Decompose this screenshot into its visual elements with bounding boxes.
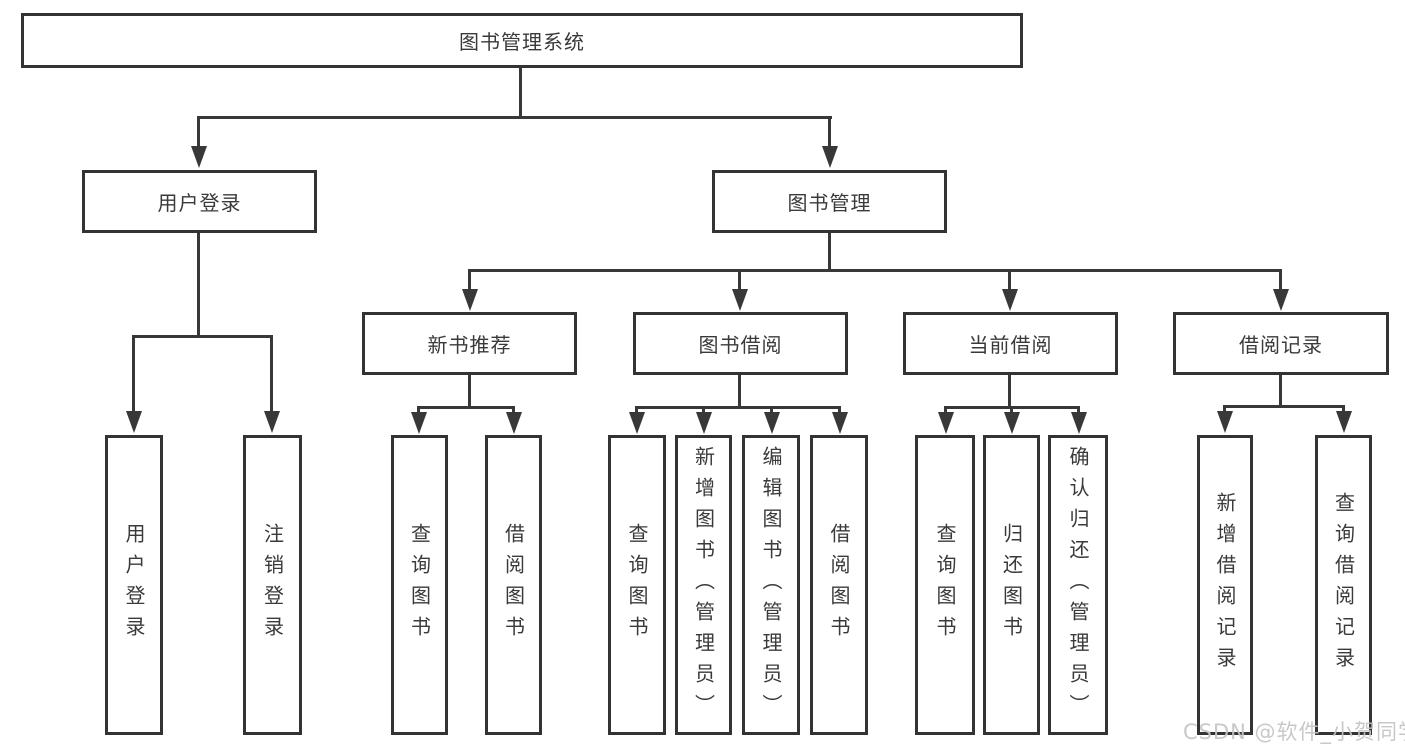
connector	[1223, 407, 1226, 413]
leaf-cb-query-book-label: 查询图书	[933, 523, 957, 647]
node-user-login-group: 用户登录	[82, 170, 317, 233]
node-new-book-recommend: 新书推荐	[362, 312, 577, 375]
leaf-nbr-query-book: 查询图书	[391, 435, 448, 735]
leaf-user-login: 用户登录	[105, 435, 163, 735]
arrowhead	[1273, 289, 1289, 311]
leaf-logout: 注销登录	[243, 435, 302, 735]
connector	[132, 335, 273, 338]
leaf-bb-borrow-book-label: 借阅图书	[827, 523, 851, 647]
connector	[512, 408, 515, 414]
connector	[519, 68, 522, 118]
node-new-book-recommend-label: 新书推荐	[427, 333, 512, 357]
connector	[197, 233, 200, 337]
arrowhead	[822, 146, 838, 168]
leaf-bb-edit-book-admin-label: 编辑图书（管理员）	[759, 445, 783, 725]
connector	[468, 375, 471, 408]
connector	[417, 406, 515, 409]
connector	[770, 408, 773, 414]
connector	[1279, 271, 1282, 291]
connector	[468, 269, 1282, 272]
leaf-br-add-record-label: 新增借阅记录	[1213, 492, 1237, 678]
arrowhead	[1002, 289, 1018, 311]
node-root: 图书管理系统	[21, 13, 1023, 68]
node-book-management: 图书管理	[712, 170, 947, 233]
arrowhead	[1217, 411, 1233, 433]
leaf-bb-add-book-admin: 新增图书（管理员）	[675, 435, 732, 735]
leaf-bb-edit-book-admin: 编辑图书（管理员）	[742, 435, 800, 735]
leaf-cb-confirm-return-admin-label: 确认归还（管理员）	[1066, 445, 1090, 725]
arrowhead	[126, 411, 142, 433]
node-borrow-record-label: 借阅记录	[1239, 333, 1323, 357]
connector	[828, 118, 831, 148]
arrowhead	[411, 412, 427, 434]
connector	[1077, 408, 1080, 414]
connector	[1010, 408, 1013, 414]
connector	[635, 406, 841, 409]
connector	[944, 406, 1080, 409]
connector	[132, 337, 135, 413]
arrowhead	[1336, 411, 1352, 433]
leaf-logout-label: 注销登录	[260, 523, 285, 647]
leaf-bb-borrow-book: 借阅图书	[810, 435, 868, 735]
leaf-br-query-record: 查询借阅记录	[1315, 435, 1372, 735]
arrowhead	[938, 412, 954, 434]
arrowhead	[696, 412, 712, 434]
leaf-bb-query-book-label: 查询图书	[625, 523, 649, 647]
node-book-borrow-label: 图书借阅	[698, 333, 783, 357]
leaf-cb-query-book: 查询图书	[915, 435, 975, 735]
arrowhead	[191, 146, 207, 168]
leaf-nbr-borrow-book-label: 借阅图书	[501, 523, 526, 647]
connector	[828, 233, 831, 271]
connector	[1008, 271, 1011, 291]
arrowhead	[1004, 412, 1020, 434]
connector	[1342, 407, 1345, 413]
connector	[1223, 405, 1345, 408]
leaf-br-add-record: 新增借阅记录	[1197, 435, 1253, 735]
arrowhead	[506, 412, 522, 434]
leaf-cb-return-book-label: 归还图书	[999, 523, 1024, 647]
connector	[944, 408, 947, 414]
node-user-login-group-label: 用户登录	[157, 191, 242, 215]
connector	[270, 337, 273, 413]
connector	[702, 408, 705, 414]
csdn-watermark: CSDN @软件_小贺同学	[1183, 720, 1405, 744]
connector	[197, 116, 832, 119]
node-book-management-label: 图书管理	[787, 191, 872, 215]
connector	[738, 375, 741, 408]
connector	[838, 408, 841, 414]
leaf-cb-return-book: 归还图书	[983, 435, 1040, 735]
leaf-nbr-borrow-book: 借阅图书	[485, 435, 542, 735]
node-book-borrow: 图书借阅	[633, 312, 848, 375]
arrowhead	[832, 412, 848, 434]
arrowhead	[764, 412, 780, 434]
leaf-bb-query-book: 查询图书	[608, 435, 666, 735]
arrowhead	[264, 411, 280, 433]
node-root-label: 图书管理系统	[459, 30, 585, 54]
connector	[1008, 375, 1011, 408]
node-current-borrow: 当前借阅	[903, 312, 1118, 375]
arrowhead	[1071, 412, 1087, 434]
arrowhead	[732, 289, 748, 311]
leaf-cb-confirm-return-admin: 确认归还（管理员）	[1048, 435, 1108, 735]
arrowhead	[629, 412, 645, 434]
connector	[197, 118, 200, 148]
node-borrow-record: 借阅记录	[1173, 312, 1389, 375]
leaf-nbr-query-book-label: 查询图书	[407, 523, 432, 647]
arrowhead	[462, 289, 478, 311]
connector	[635, 408, 638, 414]
leaf-bb-add-book-admin-label: 新增图书（管理员）	[691, 445, 716, 725]
connector	[417, 408, 420, 414]
connector	[738, 271, 741, 291]
node-current-borrow-label: 当前借阅	[968, 333, 1053, 357]
leaf-user-login-label: 用户登录	[122, 523, 146, 647]
connector	[1279, 375, 1282, 407]
connector	[468, 271, 471, 291]
leaf-br-query-record-label: 查询借阅记录	[1331, 492, 1356, 678]
